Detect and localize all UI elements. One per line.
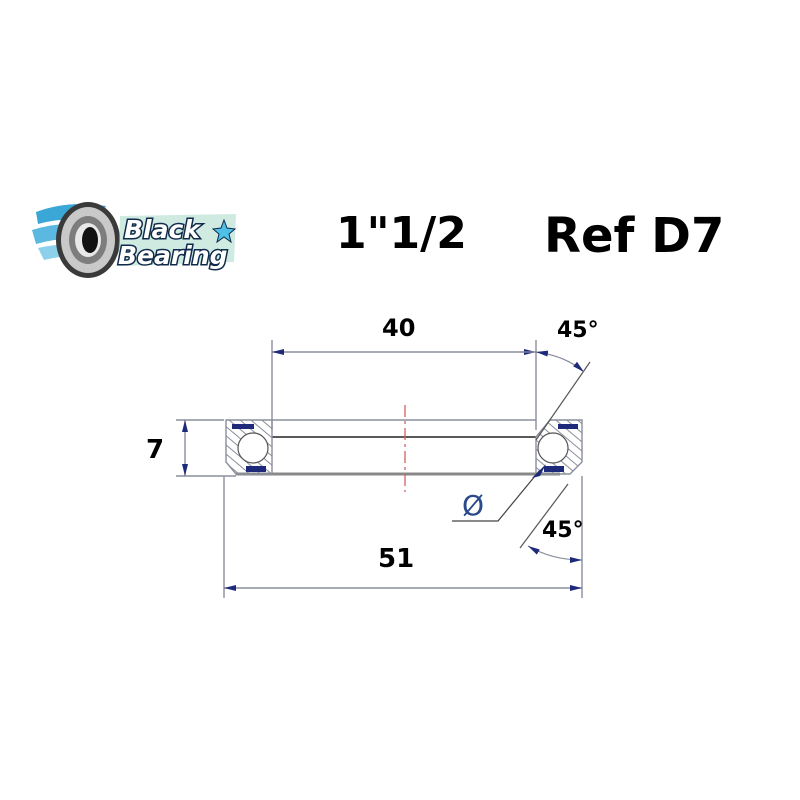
bearing-size: 1"1/2	[336, 208, 467, 259]
top-angle-arc	[535, 350, 585, 373]
right-bearing-section	[535, 419, 583, 475]
height-label: 7	[146, 435, 165, 465]
top-chamfer-angle-label: 45°	[557, 318, 599, 343]
bearing-logo-icon	[56, 202, 120, 278]
outer-diameter-label: 51	[378, 544, 415, 574]
logo-text-bearing: Bearing	[118, 241, 228, 270]
left-bearing-section	[225, 419, 273, 475]
extension-lines	[176, 340, 583, 598]
black-bearing-logo: Black Bearing	[32, 202, 237, 278]
right-top-seal	[558, 424, 578, 429]
diameter-leader-line	[452, 469, 541, 522]
logo-text-black: Black	[124, 215, 201, 244]
left-top-seal	[232, 424, 254, 429]
top-angle-leg	[535, 361, 591, 441]
bottom-angle-arc	[527, 545, 583, 563]
bearing-reference: Ref D7	[544, 208, 725, 264]
right-bottom-seal	[544, 466, 564, 472]
star-icon	[211, 218, 237, 244]
diameter-symbol-icon: Ø	[462, 489, 485, 522]
bottom-angle-leg	[519, 483, 569, 549]
inner-diameter-label: 40	[382, 314, 416, 342]
bore-lines	[236, 419, 560, 476]
bottom-chamfer-angle-label: 45°	[542, 518, 584, 543]
logo-backdrop	[118, 214, 236, 266]
left-bottom-seal	[246, 466, 266, 472]
